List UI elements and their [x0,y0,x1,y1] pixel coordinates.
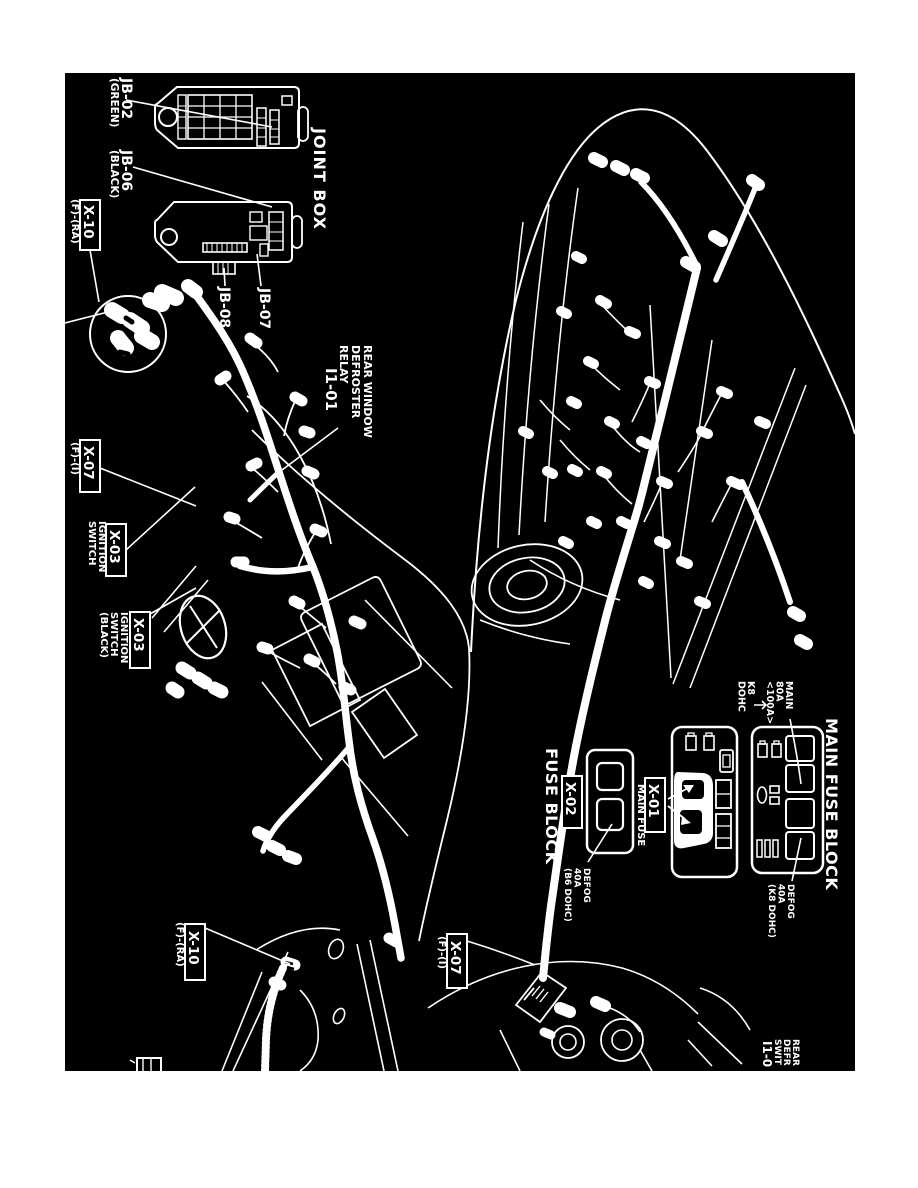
leader-jb08 [223,267,226,287]
svg-text:(F)-(I): (F)-(I) [69,442,80,475]
x07-bottom-label: X-07 (F)-(I) [436,933,468,989]
joint-box-black-art [154,201,303,275]
svg-text:X-02: X-02 [562,782,578,816]
defog-k8-label: DEFOG 40A (K8 DOHC) [766,884,795,938]
svg-text:X-01: X-01 [645,784,661,818]
defog-b6-label: DEFOG 40A (B6 DOHC) [562,868,591,922]
svg-text:REAR WINDOW DEFROSTER: REAR WINDOW DEFROSTER RELAY [337,345,374,442]
joint-box-title: JOINT BOX [310,127,329,230]
leader-defog-b6 [587,823,613,863]
x01-arrows [667,785,694,825]
x03-lower-label: X-03 IGNITION SWITCH (BLACK) [98,611,151,669]
defroster-relay-label: REAR WINDOW DEFROSTER RELAY I1-01 [322,345,374,442]
leader-jb02 [125,99,273,128]
leader-jb07 [256,253,262,287]
up-arrow-icon [754,700,768,710]
leader-x10-bottom [204,927,291,965]
svg-text:I1-01: I1-01 [322,368,340,411]
svg-text:X-10: X-10 [185,931,201,965]
svg-text:IGNITION SWITCH: IGNITION SWITCH [86,521,107,576]
jb02-label: JB-02 (GREEN) [108,77,137,127]
leader-x10-top [89,249,100,303]
fuse-block-title: FUSE BLOCK [542,748,561,865]
leader-x03-mid [125,486,196,551]
svg-text:(F)-(RA): (F)-(RA) [69,199,80,244]
corner-switch-label: REAR DEFR SWIT I1-0 [760,1039,800,1069]
svg-text:IGNITION SWITCH (B: IGNITION SWITCH (BLACK) [98,612,129,667]
svg-text:(F)-(I): (F)-(I) [436,936,447,969]
x07-mid-label: X-07 (F)-(I) [69,439,101,493]
leader-jb06 [132,166,273,208]
x03-mid-label: X-03 IGNITION SWITCH [86,521,127,577]
svg-text:X-03: X-03 [130,618,146,652]
leader-x07-bottom [466,940,536,966]
fuse-block-x02-art [585,748,635,855]
jb06-label: JB-06 (BLACK) [108,149,137,198]
leader-defog-k8 [791,837,802,882]
svg-text:REAR DEFR SWIT: REAR DEFR SWIT [772,1039,800,1069]
leader-main-fuse-spec [789,718,802,785]
leader-x03-lower [149,587,197,615]
svg-text:(F)-(RA): (F)-(RA) [174,922,185,967]
x10-bottom-label: X-10 (F)-(RA) [174,922,206,981]
svg-text:X-07: X-07 [447,941,463,975]
jb07-label: JB-07 [256,287,272,329]
x01-label: X-01 MAIN FUSE [635,777,666,846]
x10-top-label: X-10 (F)-(RA) [69,199,101,251]
svg-text:I1-0: I1-0 [760,1041,774,1067]
svg-text:X-10: X-10 [80,205,96,239]
main-fuse-spec-label: MAIN 80A <100A> K8 DOHC [736,681,795,727]
leader-defroster-relay [281,427,339,471]
corner-art [687,987,751,1067]
jb08-label: JB-08 [216,286,232,328]
svg-text:MAIN FUSE: MAIN FUSE [635,784,646,846]
engine-bay-art [470,108,855,982]
main-fuse-block-art [750,725,825,875]
dash-harness-art [65,279,471,962]
svg-text:X-07: X-07 [80,446,96,480]
steering-column-art [427,960,699,1071]
main-fuse-block-title: MAIN FUSE BLOCK [822,718,841,890]
x02-label: X-02 [561,775,583,829]
svg-text:X-03: X-03 [106,530,122,564]
